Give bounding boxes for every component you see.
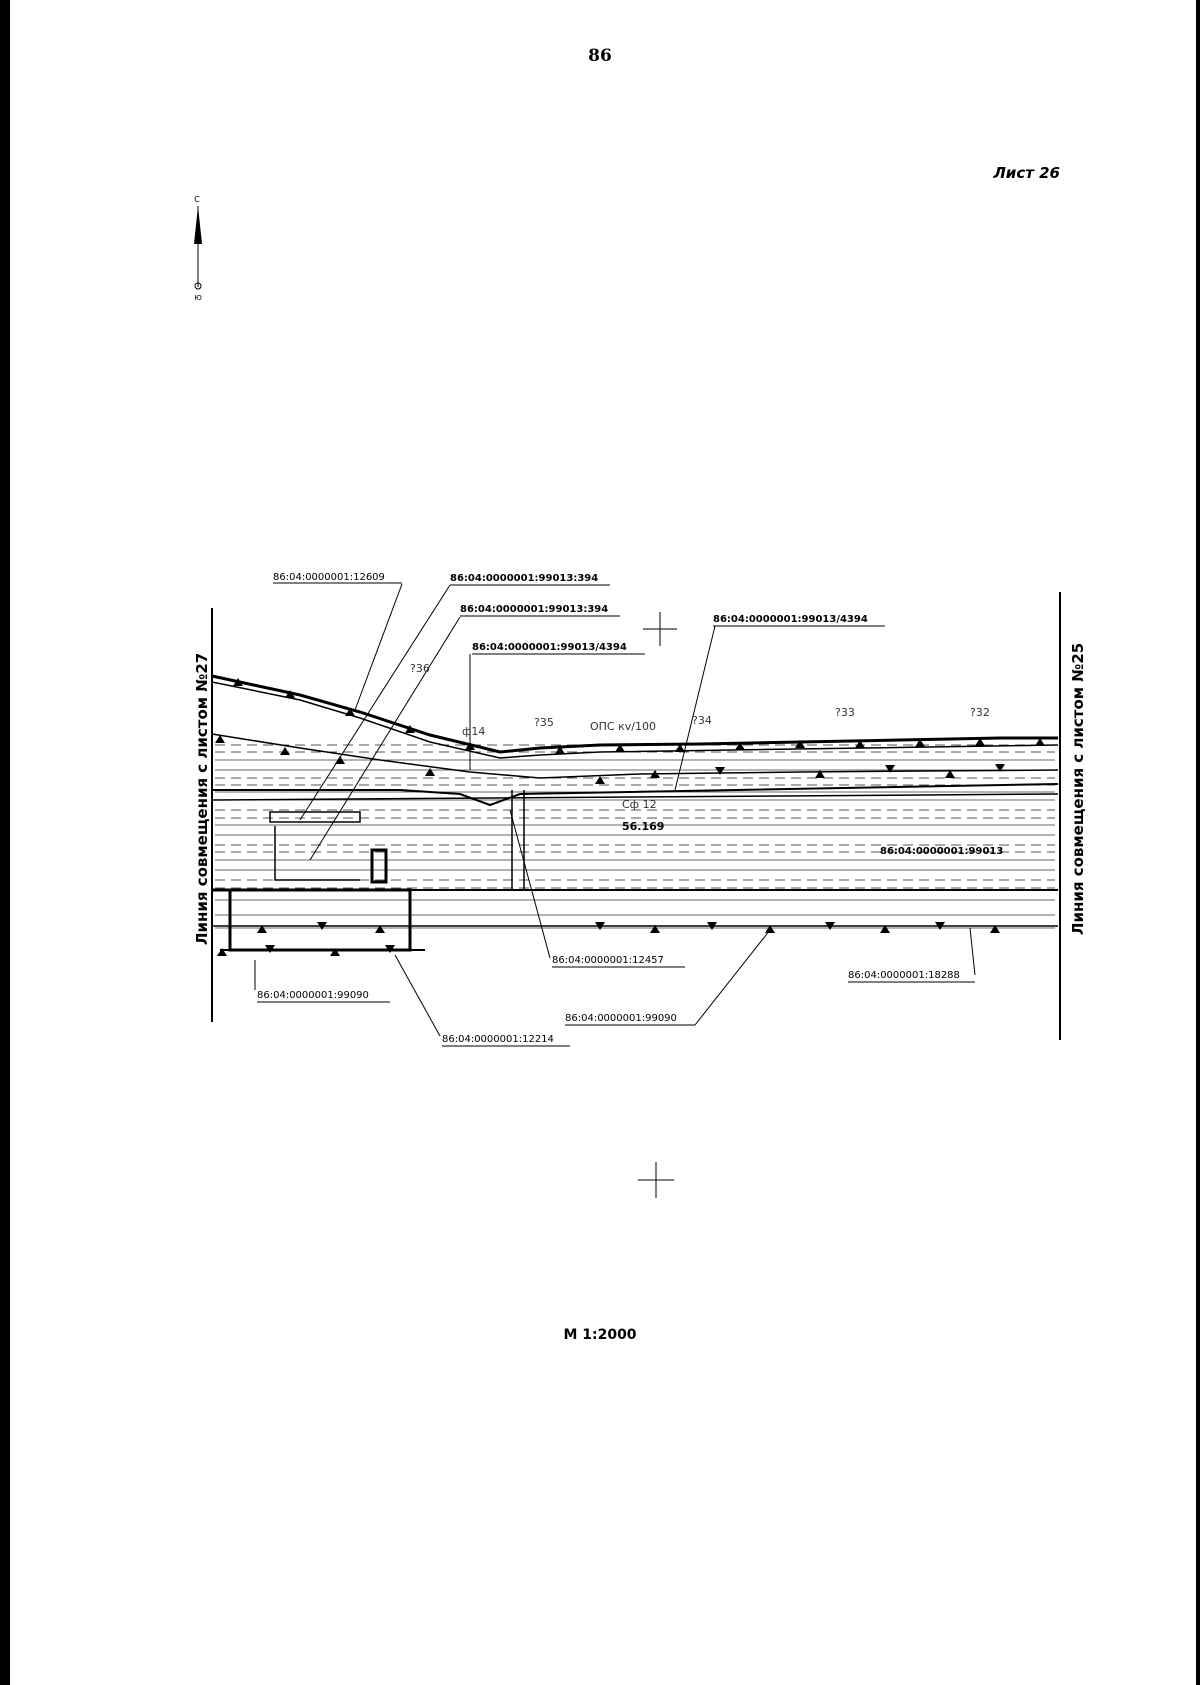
match-line-left: Линия совмещения с листом №27 (193, 652, 211, 945)
scale-label: М 1:2000 (563, 1327, 637, 1343)
north-arrow-bottom-letter: Ю (194, 294, 202, 302)
registration-cross-bottom (638, 1162, 674, 1198)
page-edge-left (0, 0, 10, 1685)
page-number: 86 (588, 46, 612, 66)
page-edge-right (1196, 0, 1200, 1685)
height-value: 56.169 (622, 820, 664, 833)
parcel-label-12457: 86:04:0000001:12457 (552, 955, 664, 966)
elevation-736: ?36 (410, 662, 430, 675)
parcel-label-99090-b: 86:04:0000001:99090 (565, 1013, 677, 1024)
upper-boundaries (211, 674, 1059, 807)
parcel-label-18288: 86:04:0000001:18288 (848, 970, 960, 981)
match-line-right: Линия совмещения с листом №25 (1069, 642, 1087, 935)
code-cp: Сф 12 (622, 798, 657, 811)
point-14: ф14 (462, 725, 485, 738)
parcel-label-99013-394-b: 86:04:0000001:99013:394 (460, 604, 608, 615)
parcel-label-12609: 86:04:0000001:12609 (273, 572, 385, 583)
parcel-label-99013-4394-a: 86:04:0000001:99013/4394 (472, 642, 627, 653)
registration-cross-top (643, 612, 677, 646)
lower-boundaries (212, 811, 1058, 952)
parcel-label-99090-a: 86:04:0000001:99090 (257, 990, 369, 1001)
utility-label: ОПС кv/100 (590, 720, 656, 733)
parcel-label-99013-394-a: 86:04:0000001:99013:394 (450, 573, 598, 584)
leader-lines (254, 583, 976, 1037)
label-underlines (257, 582, 975, 1047)
elevation-734: ?34 (692, 714, 712, 727)
elevation-733: ?33 (835, 706, 855, 719)
parcel-label-99013: 86:04:0000001:99013 (880, 846, 1003, 857)
north-arrow-icon: С Ю (188, 192, 208, 306)
culvert (511, 790, 525, 890)
sheet-label: Лист 26 (993, 164, 1060, 182)
north-arrow-top-letter: С (194, 195, 200, 204)
elevation-735: ?35 (534, 716, 554, 729)
elevation-732: ?32 (970, 706, 990, 719)
lower-markers (217, 922, 1000, 956)
parcel-label-12214: 86:04:0000001:12214 (442, 1034, 554, 1045)
texture-dashes (215, 744, 1055, 889)
parcel-label-99013-4394-b: 86:04:0000001:99013/4394 (713, 614, 868, 625)
